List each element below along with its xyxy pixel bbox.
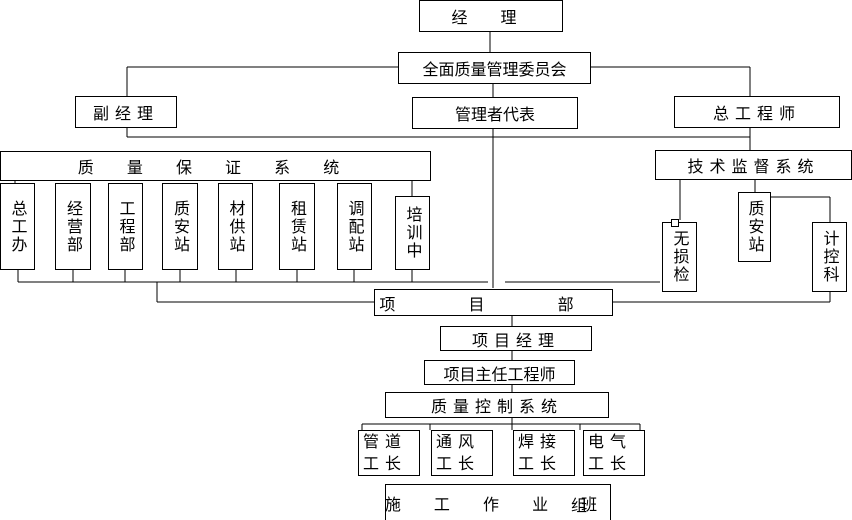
qa-dept-label: 租赁站 [288,199,307,254]
tech-unit-box: 质安站 [738,192,771,262]
chief-engineer-label: 总工程师 [712,104,801,123]
foreman-line1: 电气 [588,432,633,451]
project-dept-box: 项 目 部 [374,289,613,316]
qa-dept-box: 材供站 [218,183,253,270]
qa-dept-label: 质安站 [171,199,190,254]
deputy-manager-label: 副经理 [92,104,159,123]
deputy-manager-box: 副经理 [75,96,177,128]
tech-unit-box: 无损检 [662,222,697,292]
qa-dept-label: 材供站 [226,199,246,254]
foreman-line2: 工长 [436,454,481,473]
project-dept-label: 项 目 部 [379,294,608,314]
foreman-line2: 工长 [363,454,408,473]
qa-system-label: 质 量 保 证 系 统 [77,158,354,177]
project-chief-engineer-label: 项目主任工程师 [443,364,556,384]
project-manager-label: 项目经理 [471,330,560,350]
tech-supervision-label: 技术监督系统 [687,157,820,176]
work-team-box: 施 工 作 业 班 [385,484,611,520]
foreman-box: 通风工长 [431,430,493,476]
foreman-line1: 通风 [436,432,481,451]
foreman-line1: 管道 [363,432,408,451]
qa-system-box: 质 量 保 证 系 统 [0,151,431,181]
qa-dept-label: 总工办 [8,199,28,254]
qa-dept-label: 调配站 [345,199,365,254]
project-chief-engineer-box: 项目主任工程师 [424,360,575,385]
work-team-label: 施 工 作 业 班 [384,494,612,514]
qa-dept-box: 租赁站 [279,183,315,270]
committee-label: 全面质量管理委员会 [422,60,567,79]
qa-dept-box: 培训中 [395,196,430,270]
qa-dept-box: 调配站 [337,183,372,270]
management-rep-box: 管理者代表 [412,97,578,129]
tech-unit-label: 计控科 [820,230,840,284]
tech-supervision-box: 技术监督系统 [655,150,852,180]
manager-box: 经 理 [419,0,563,32]
manager-label: 经 理 [451,8,531,27]
management-rep-label: 管理者代表 [454,105,535,124]
foreman-line2: 工长 [588,454,633,473]
work-team-suffix: 组 [571,496,588,515]
foreman-line2: 工长 [518,454,563,473]
committee-box: 全面质量管理委员会 [398,52,591,84]
project-manager-box: 项目经理 [440,326,592,351]
qc-system-label: 质量控制系统 [430,397,563,416]
connector-tick [671,219,679,227]
tech-unit-box: 计控科 [812,222,847,292]
tech-unit-label: 无损检 [670,230,690,284]
qc-system-box: 质量控制系统 [385,392,609,418]
tech-unit-label: 质安站 [745,200,765,254]
qa-dept-box: 工程部 [108,183,143,270]
foreman-box: 管道工长 [358,430,420,476]
chief-engineer-box: 总工程师 [674,96,840,128]
foreman-box: 焊接工长 [513,430,575,476]
qa-dept-box: 总工办 [0,183,35,270]
qa-dept-box: 经营部 [55,183,91,270]
qa-dept-box: 质安站 [162,183,198,270]
qa-dept-label: 经营部 [64,199,83,254]
qa-dept-label: 工程部 [116,199,136,254]
foreman-box: 电气工长 [583,430,645,476]
foreman-line1: 焊接 [518,432,563,451]
qa-dept-label: 培训中 [403,206,423,260]
